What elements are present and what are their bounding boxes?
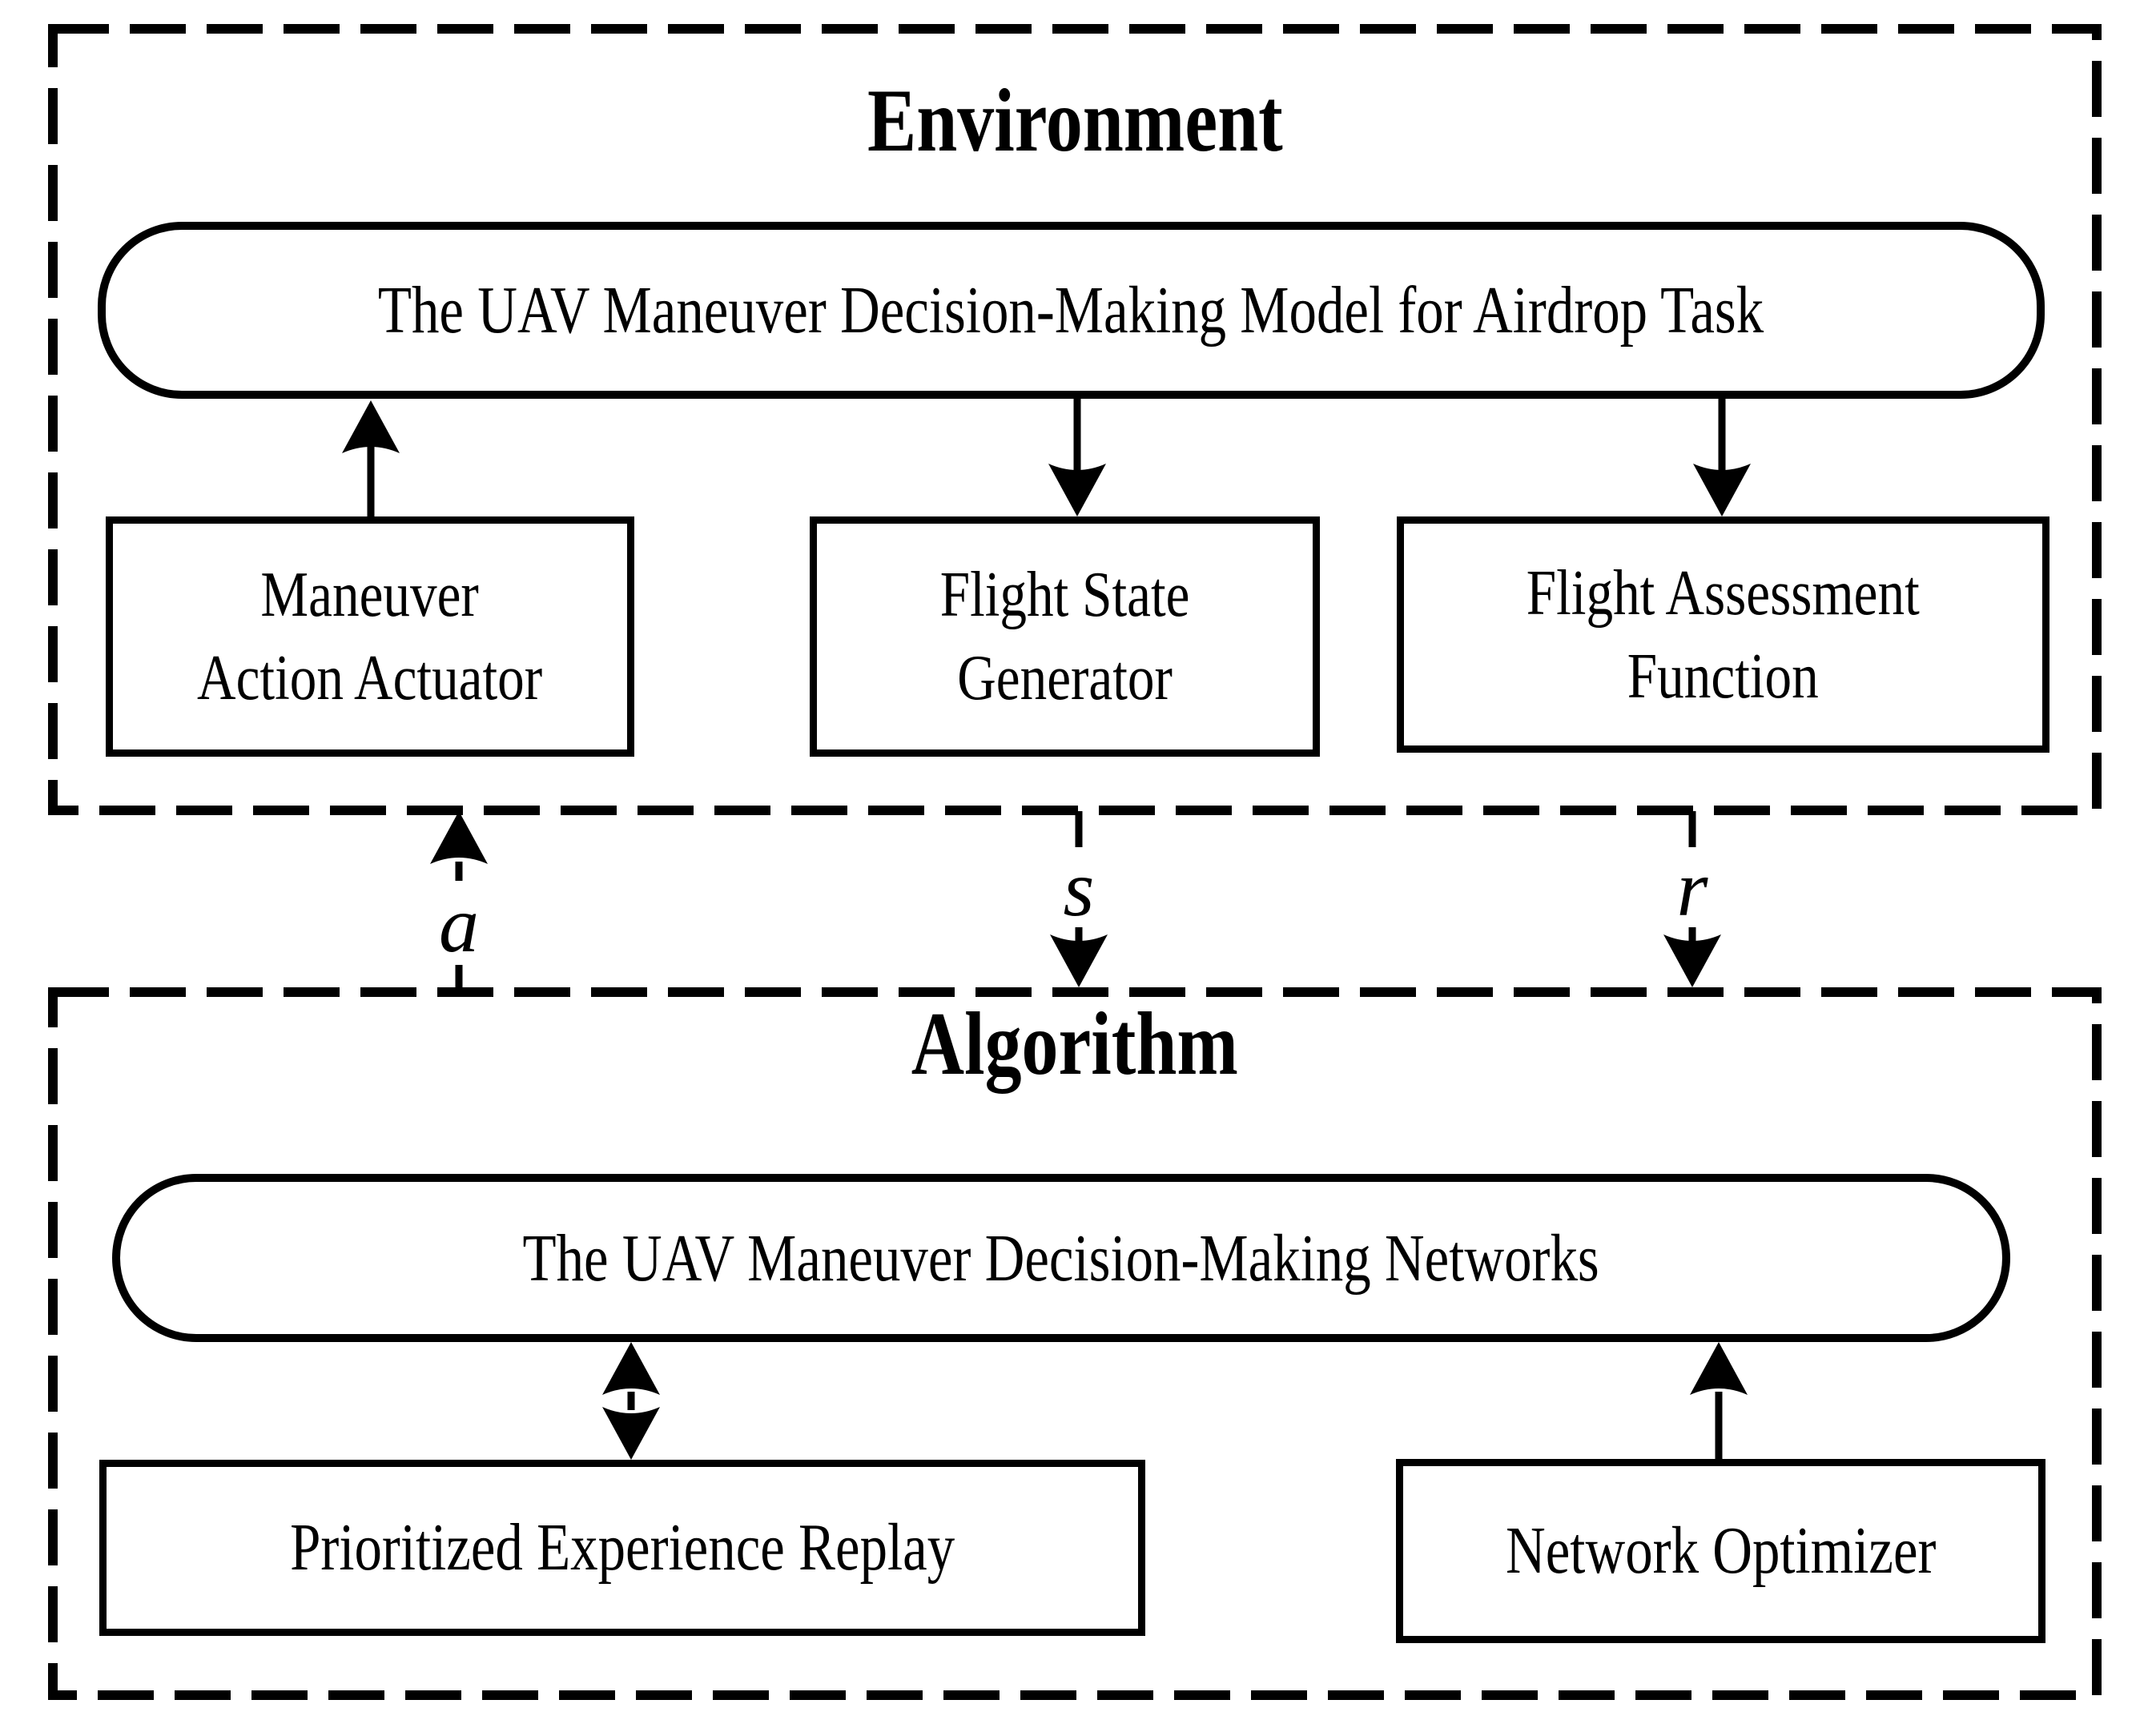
state-signal-label: s: [1063, 844, 1095, 933]
action-signal-arrow: [430, 811, 488, 991]
prioritized-experience-replay-node: Prioritized Experience Replay: [99, 1460, 1145, 1636]
reward-signal-arrow: [1663, 811, 1721, 987]
state-signal-arrow: [1050, 811, 1108, 987]
arrowhead-down-icon: [1693, 464, 1751, 516]
arrowhead-up-icon: [1690, 1342, 1748, 1395]
flight-state-generator-node: Flight State Generator: [810, 516, 1320, 757]
model-node: The UAV Maneuver Decision-Making Model f…: [98, 222, 2045, 399]
network-optimizer-node: Network Optimizer: [1396, 1459, 2045, 1643]
maneuver-action-actuator-node: Maneuver Action Actuator: [106, 516, 634, 757]
arrowhead-up-icon: [342, 400, 400, 453]
arrowhead-up-icon: [602, 1342, 660, 1395]
arrowhead-down-icon: [1048, 464, 1106, 516]
environment-container-border: [48, 24, 2102, 815]
algorithm-title: Algorithm: [911, 995, 1239, 1094]
optimizer-to-networks-arrow: [1690, 1342, 1748, 1459]
arrowhead-down-icon: [1050, 934, 1108, 987]
model-to-flight-state-arrow: [1048, 399, 1106, 516]
networks-replay-exchange-arrow: [602, 1342, 660, 1460]
flight-assessment-function-node: Flight Assessment Function: [1397, 516, 2049, 753]
arrowhead-down-icon: [1663, 934, 1721, 987]
networks-node: The UAV Maneuver Decision-Making Network…: [112, 1174, 2010, 1342]
action-signal-label: a: [439, 880, 479, 969]
algorithm-container-border: [48, 987, 2102, 1700]
model-to-flight-assessment-arrow: [1693, 399, 1751, 516]
arrowhead-up-icon: [430, 811, 488, 864]
arrowhead-down-icon: [602, 1407, 660, 1460]
environment-title: Environment: [867, 71, 1283, 171]
reward-signal-label: r: [1676, 844, 1708, 933]
maneuver-to-model-arrow: [342, 400, 400, 516]
